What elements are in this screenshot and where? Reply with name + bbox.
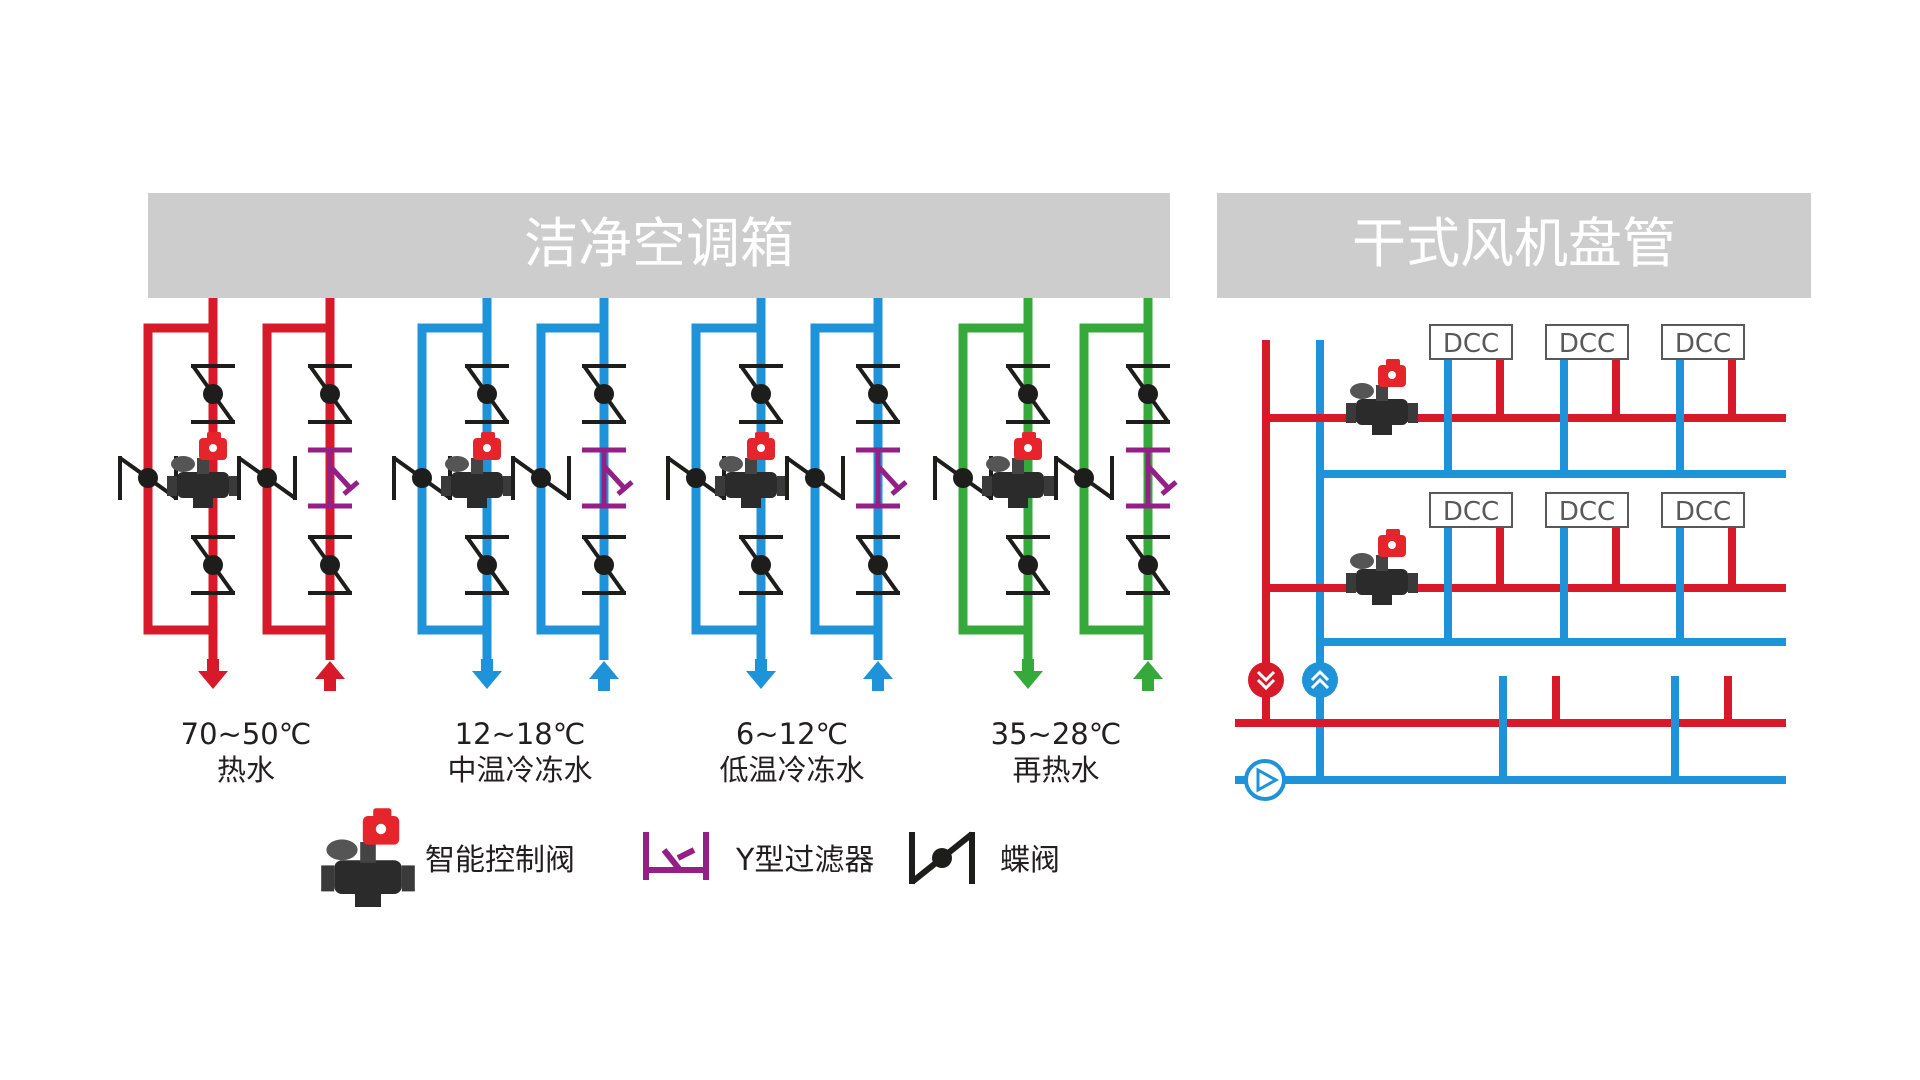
- arrow-down-icon: [472, 659, 502, 689]
- legend-smart-valve: 智能控制阀: [425, 843, 575, 878]
- dry-fcu-header: [1217, 193, 1811, 298]
- fcu-network: [1235, 340, 1786, 784]
- hot-water-valves: [118, 364, 358, 691]
- arrow-up-icon: [589, 661, 619, 691]
- dcc-box: [1429, 492, 1513, 528]
- legend-butterfly-valve: 蝶阀: [1000, 843, 1060, 878]
- dry-fcu-title: 干式风机盘管: [1352, 212, 1676, 275]
- dcc-box: [1545, 324, 1629, 360]
- y-strainer-icon: [643, 832, 709, 880]
- smart-control-valve-icon: [1346, 529, 1418, 605]
- dcc-box: [1661, 324, 1745, 360]
- arrow-up-icon: [863, 661, 893, 691]
- dcc-row-upper: DCC DCC DCC: [1429, 324, 1745, 360]
- dcc-label: DCC: [1443, 497, 1499, 527]
- medium-chilled-valves: [392, 364, 632, 691]
- circuit-labels: 70~50℃ 热水 12~18℃ 中温冷冻水 6~12℃ 低温冷冻水 35~28…: [181, 717, 1122, 787]
- dcc-label: DCC: [1675, 329, 1731, 359]
- low-chilled-valves: [666, 364, 906, 691]
- circuit-kind: 中温冷冻水: [447, 753, 592, 787]
- pump-icon: [1244, 759, 1286, 801]
- dcc-label: DCC: [1559, 497, 1615, 527]
- arrow-down-icon: [1013, 659, 1043, 689]
- flow-up-icon: [1302, 662, 1338, 698]
- legend: 智能控制阀 Y型过滤器 蝶阀: [321, 808, 1060, 908]
- smart-control-valve-icon: [1346, 359, 1418, 435]
- dcc-row-lower: DCC DCC DCC: [1429, 492, 1745, 528]
- circuit-kind: 再热水: [1012, 753, 1099, 787]
- butterfly-valve-icon: [909, 831, 975, 885]
- circuit-temp: 70~50℃: [181, 717, 312, 751]
- arrow-up-icon: [315, 661, 345, 691]
- smart-control-valve-icon: [321, 808, 415, 908]
- arrow-down-icon: [198, 659, 228, 689]
- flow-down-icon: [1248, 662, 1284, 698]
- circuit-kind: 热水: [217, 753, 275, 787]
- dcc-label: DCC: [1675, 497, 1731, 527]
- reheat-valves: [933, 364, 1176, 691]
- legend-y-strainer: Y型过滤器: [735, 843, 874, 878]
- dcc-box: [1661, 492, 1745, 528]
- dcc-label: DCC: [1559, 329, 1615, 359]
- clean-ahu-header: [148, 193, 1170, 298]
- dcc-label: DCC: [1443, 329, 1499, 359]
- arrow-down-icon: [746, 659, 776, 689]
- circuit-temp: 35~28℃: [991, 717, 1122, 751]
- clean-ahu-title: 洁净空调箱: [524, 212, 794, 275]
- circuit-temp: 6~12℃: [736, 717, 848, 751]
- dcc-box: [1429, 324, 1513, 360]
- circuit-kind: 低温冷冻水: [719, 753, 864, 787]
- arrow-up-icon: [1133, 661, 1163, 691]
- circuit-temp: 12~18℃: [455, 717, 586, 751]
- dcc-box: [1545, 492, 1629, 528]
